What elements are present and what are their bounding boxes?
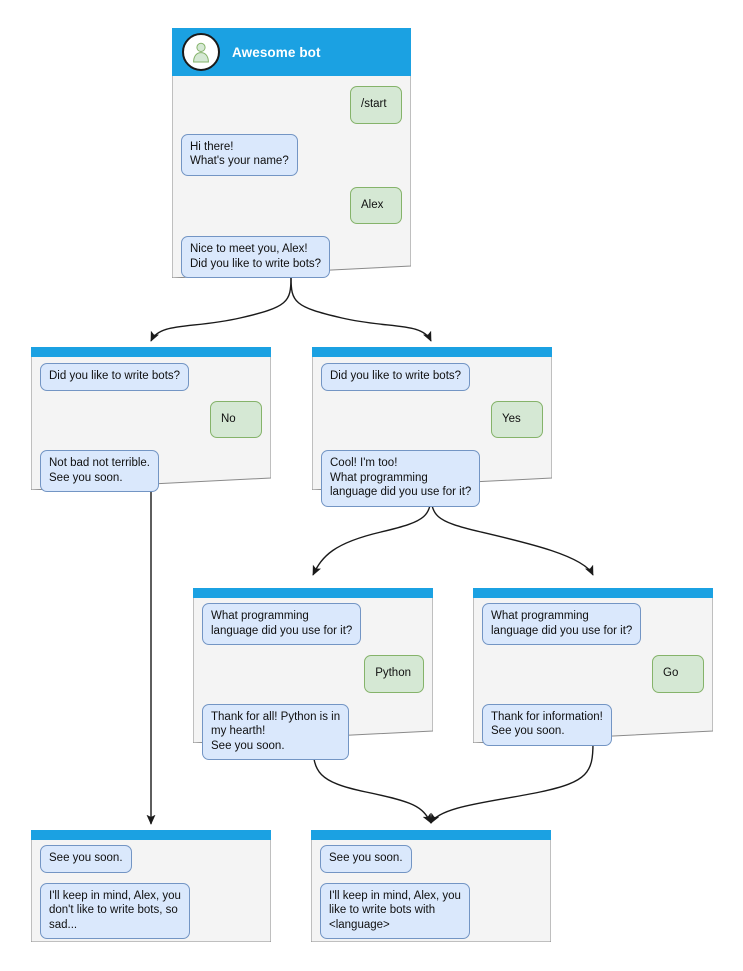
bot-header: Awesome bot [172, 28, 411, 76]
message-row: I'll keep in mind, Alex, you don't like … [40, 882, 262, 939]
node-python-branch[interactable]: What programming language did you use fo… [193, 588, 433, 760]
message-row: Thank for all! Python is in my hearth! S… [202, 703, 424, 760]
user-avatar-icon [182, 33, 220, 71]
bot-message-bubble[interactable]: See you soon. [320, 845, 412, 873]
message-row: Go [482, 655, 704, 693]
node-header-bar [31, 830, 271, 840]
message-list-no-branch: Did you like to write bots? No Not bad n… [31, 357, 271, 492]
user-message-bubble[interactable]: Alex [350, 186, 402, 224]
bot-message-bubble[interactable]: Cool! I'm too! What programming language… [321, 450, 481, 507]
message-row: Python [202, 655, 424, 693]
bot-message-bubble[interactable]: Did you like to write bots? [40, 363, 190, 391]
bot-message-bubble[interactable]: Did you like to write bots? [321, 363, 471, 391]
message-row: See you soon. [320, 845, 542, 873]
node-go-branch[interactable]: What programming language did you use fo… [473, 588, 713, 746]
edge-root-to-yes [290, 276, 432, 342]
node-end-yes[interactable]: See you soon. I'll keep in mind, Alex, y… [311, 830, 551, 942]
node-no-branch[interactable]: Did you like to write bots? No Not bad n… [31, 347, 271, 492]
bot-name-label: Awesome bot [232, 44, 321, 60]
message-list-python-branch: What programming language did you use fo… [193, 598, 433, 760]
bot-message-bubble[interactable]: See you soon. [40, 845, 132, 873]
user-message-bubble[interactable]: Go [652, 655, 704, 693]
node-header-bar [193, 588, 433, 598]
message-row: I'll keep in mind, Alex, you like to wri… [320, 882, 542, 939]
node-header-bar [311, 830, 551, 840]
bot-message-bubble[interactable]: Hi there! What's your name? [181, 133, 298, 176]
message-list-yes-branch: Did you like to write bots? Yes Cool! I'… [312, 357, 552, 507]
node-end-no[interactable]: See you soon. I'll keep in mind, Alex, y… [31, 830, 271, 942]
message-row: Hi there! What's your name? [181, 133, 402, 176]
message-row: Yes [321, 400, 543, 438]
edge-root-to-no [150, 276, 292, 342]
edge-go-to-end-yes [430, 742, 594, 824]
message-row: What programming language did you use fo… [202, 603, 424, 645]
message-row: Alex [181, 186, 402, 224]
message-row: Did you like to write bots? [321, 363, 543, 391]
message-row: Cool! I'm too! What programming language… [321, 450, 543, 507]
message-row: /start [181, 86, 402, 124]
node-header-bar [473, 588, 713, 598]
bot-message-bubble[interactable]: What programming language did you use fo… [482, 603, 642, 645]
bot-message-bubble[interactable]: Thank for all! Python is in my hearth! S… [202, 703, 350, 760]
bot-message-bubble[interactable]: I'll keep in mind, Alex, you don't like … [40, 882, 190, 939]
node-root[interactable]: Awesome bot /start Hi there! What's your… [172, 28, 411, 278]
message-row: See you soon. [40, 845, 262, 873]
message-list-root: /start Hi there! What's your name? Alex … [172, 76, 411, 278]
message-row: Thank for information! See you soon. [482, 703, 704, 746]
bot-message-bubble[interactable]: I'll keep in mind, Alex, you like to wri… [320, 882, 470, 939]
message-row: No [40, 400, 262, 438]
message-list-go-branch: What programming language did you use fo… [473, 598, 713, 746]
bot-message-bubble[interactable]: Not bad not terrible. See you soon. [40, 450, 160, 492]
node-yes-branch[interactable]: Did you like to write bots? Yes Cool! I'… [312, 347, 552, 507]
user-message-bubble[interactable]: Python [364, 655, 424, 693]
message-row: Did you like to write bots? [40, 363, 262, 391]
message-row: What programming language did you use fo… [482, 603, 704, 645]
user-message-bubble[interactable]: /start [350, 86, 402, 124]
message-list-end-yes: See you soon. I'll keep in mind, Alex, y… [311, 840, 551, 939]
bot-message-bubble[interactable]: What programming language did you use fo… [202, 603, 362, 645]
message-row: Not bad not terrible. See you soon. [40, 450, 262, 492]
bot-message-bubble[interactable]: Thank for information! See you soon. [482, 703, 612, 746]
message-list-end-no: See you soon. I'll keep in mind, Alex, y… [31, 840, 271, 939]
node-header-bar [31, 347, 271, 357]
message-row: Nice to meet you, Alex! Did you like to … [181, 236, 402, 278]
user-message-bubble[interactable]: No [210, 400, 262, 438]
user-message-bubble[interactable]: Yes [491, 400, 543, 438]
node-header-bar [312, 347, 552, 357]
bot-message-bubble[interactable]: Nice to meet you, Alex! Did you like to … [181, 236, 331, 278]
